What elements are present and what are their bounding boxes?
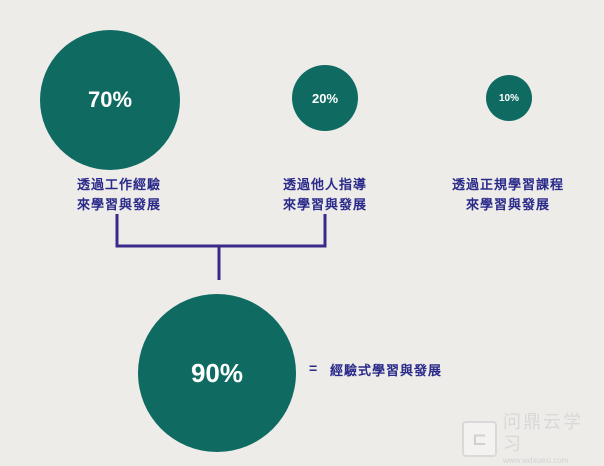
caption-line: 透過正規學習課程 (451, 178, 564, 193)
bracket-line (115, 214, 327, 280)
caption-line: 來學習與發展 (465, 198, 550, 213)
caption-formal-courses: 透過正規學習課程 來學習與發展 (428, 176, 588, 216)
caption-work-experience: 透過工作經驗 來學習與發展 (54, 176, 184, 216)
circle-work-experience: 70% (40, 30, 180, 170)
watermark-text: 问鼎云学习 www.wdxuexi.com (503, 412, 600, 466)
caption-line: 透過工作經驗 (76, 178, 161, 193)
box-logo-icon: ⊏ (462, 421, 498, 457)
result-text: 經驗式學習與發展 (330, 364, 443, 379)
watermark-url: www.wdxuexi.com (503, 456, 569, 465)
caption-mentoring: 透過他人指導 來學習與發展 (260, 176, 390, 216)
caption-line: 來學習與發展 (282, 198, 367, 213)
circle-formal-courses: 10% (486, 75, 532, 121)
circle-label: 10% (498, 92, 519, 104)
result-label: 90% (190, 357, 244, 388)
watermark: ⊏ 问鼎云学习 www.wdxuexi.com (462, 412, 600, 465)
caption-line: 透過他人指導 (282, 178, 367, 193)
caption-line: 來學習與發展 (76, 198, 161, 213)
circle-result: 90% (138, 294, 296, 452)
equals-sign: = (309, 360, 318, 376)
circle-label: 20% (311, 90, 339, 106)
circle-label: 70% (87, 87, 133, 112)
watermark-title: 问鼎云学习 (503, 412, 584, 455)
circle-mentoring: 20% (292, 65, 358, 131)
